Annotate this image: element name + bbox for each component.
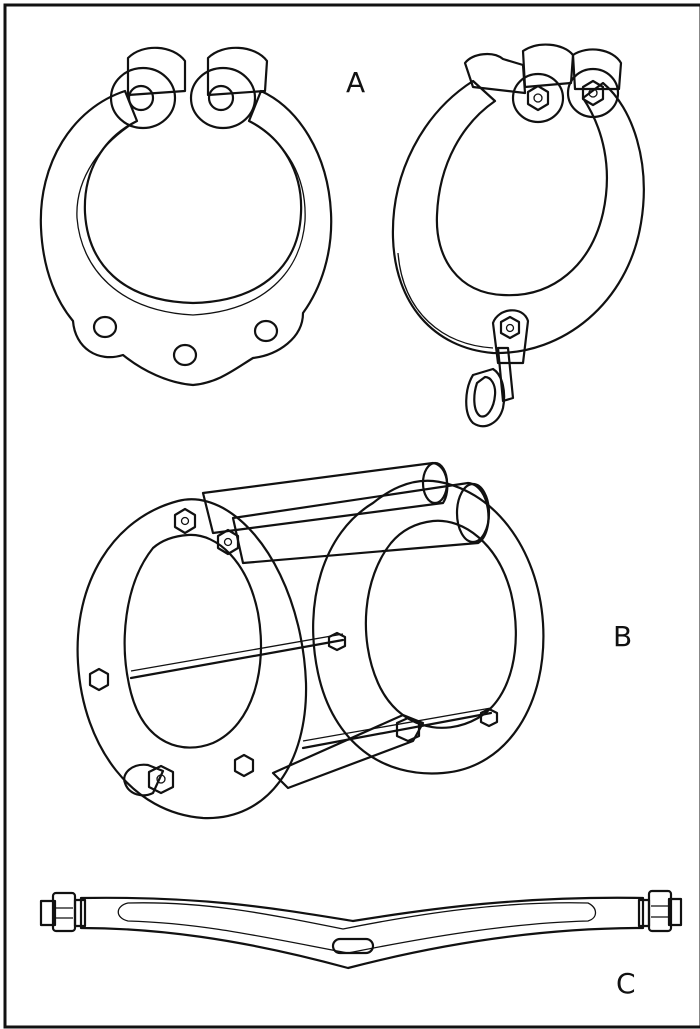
front-eye-bolt — [123, 763, 175, 797]
figure-label-b: B — [613, 620, 633, 653]
ring-nut-top-right — [216, 528, 240, 556]
flange-hole-right — [253, 319, 279, 343]
pipe-clamp-assembly — [76, 461, 545, 820]
diagram-frame: A B C — [3, 3, 700, 1029]
ring-nut-left — [88, 667, 110, 692]
tie-bar-end-right — [637, 889, 683, 933]
tie-rod-upper — [129, 638, 345, 680]
roller-cap-left — [109, 46, 187, 130]
ring-nut-top-left — [173, 507, 197, 535]
roller-nut-right — [566, 48, 623, 119]
outer-border — [3, 3, 700, 1029]
figure-label-c: C — [616, 967, 636, 1000]
tie-rod-nut-upper — [327, 631, 347, 652]
flange-hole-center — [172, 343, 198, 367]
roller-front — [231, 481, 491, 565]
front-ring — [76, 498, 308, 820]
lifting-eye — [465, 309, 530, 428]
roller-nut-left — [511, 43, 575, 124]
figure-label-a: A — [346, 66, 366, 99]
back-ring — [312, 479, 545, 775]
diagram-art — [3, 3, 700, 1029]
tie-bar — [39, 889, 683, 970]
roller-cap-right — [189, 46, 269, 130]
clamp-ring-with-eye — [391, 43, 645, 428]
clamp-ring-flanged — [39, 46, 333, 387]
roller-back — [201, 461, 449, 535]
tie-bar-slot — [331, 937, 375, 955]
flange-hole-left — [92, 315, 118, 339]
tie-bar-end-left — [39, 891, 87, 933]
tie-rod-nut-lower — [479, 707, 499, 728]
ring-nut-right — [233, 753, 255, 778]
